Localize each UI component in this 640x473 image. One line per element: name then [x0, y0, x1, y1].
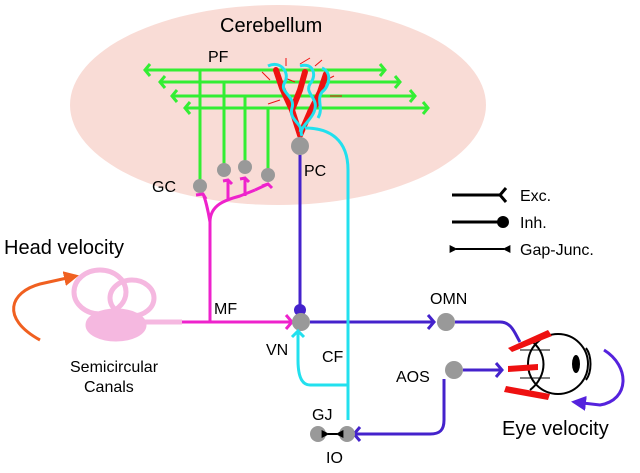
io-neuron-left	[310, 426, 326, 442]
aos-label: AOS	[396, 369, 430, 386]
head-velocity-label: Head velocity	[4, 237, 124, 259]
granule-cells	[193, 160, 275, 193]
vestibular-nucleus	[292, 313, 310, 331]
omn-eye-axon	[455, 320, 522, 343]
cf-vn-terminal	[290, 328, 306, 339]
eye	[520, 333, 592, 395]
purkinje-inh-terminal	[294, 304, 306, 316]
semicircular-label-2: Canals	[84, 379, 134, 396]
purkinje-cell	[291, 137, 309, 155]
legend-inh: Inh.	[452, 215, 547, 232]
semicircular-label-1: Semicircular	[70, 359, 159, 376]
cf-label: CF	[322, 349, 344, 366]
eye-muscle-upper	[508, 330, 552, 352]
eye-muscle-lower	[504, 386, 550, 400]
pc-label: PC	[304, 163, 326, 180]
semicircular-canals	[71, 267, 182, 342]
io-label: IO	[326, 450, 343, 467]
legend-inh-label: Inh.	[520, 215, 547, 232]
purkinje-dendrites	[261, 57, 342, 138]
legend-gap: Gap-Junc.	[449, 242, 594, 259]
eye-velocity-label: Eye velocity	[502, 418, 609, 440]
gc-label: GC	[152, 179, 176, 196]
eye-velocity-arrow	[571, 348, 625, 411]
cerebellum-region	[70, 5, 486, 205]
climbing-fiber	[304, 126, 350, 420]
omn-label: OMN	[430, 291, 467, 308]
cerebellum-label: Cerebellum	[220, 15, 322, 37]
legend-gap-label: Gap-Junc.	[520, 242, 594, 259]
mossy-fibers	[180, 176, 294, 330]
mf-label: MF	[214, 301, 237, 318]
legend-exc: Exc.	[452, 187, 551, 205]
aos-eye-terminal	[494, 362, 504, 378]
vn-omn-terminal	[426, 314, 436, 330]
pf-label: PF	[208, 49, 229, 66]
gj-label: GJ	[312, 407, 332, 424]
legend: Exc. Inh. Gap-Junc.	[449, 187, 594, 259]
io-aos-axon	[356, 379, 446, 436]
aos-neuron	[445, 361, 463, 379]
head-velocity-arrow	[12, 271, 79, 342]
eye-muscle-middle	[508, 364, 538, 372]
cf-vn-collateral	[296, 332, 348, 387]
legend-exc-label: Exc.	[520, 188, 551, 205]
omn-neuron	[437, 313, 455, 331]
vn-label: VN	[266, 342, 288, 359]
io-neuron-right	[339, 426, 355, 442]
